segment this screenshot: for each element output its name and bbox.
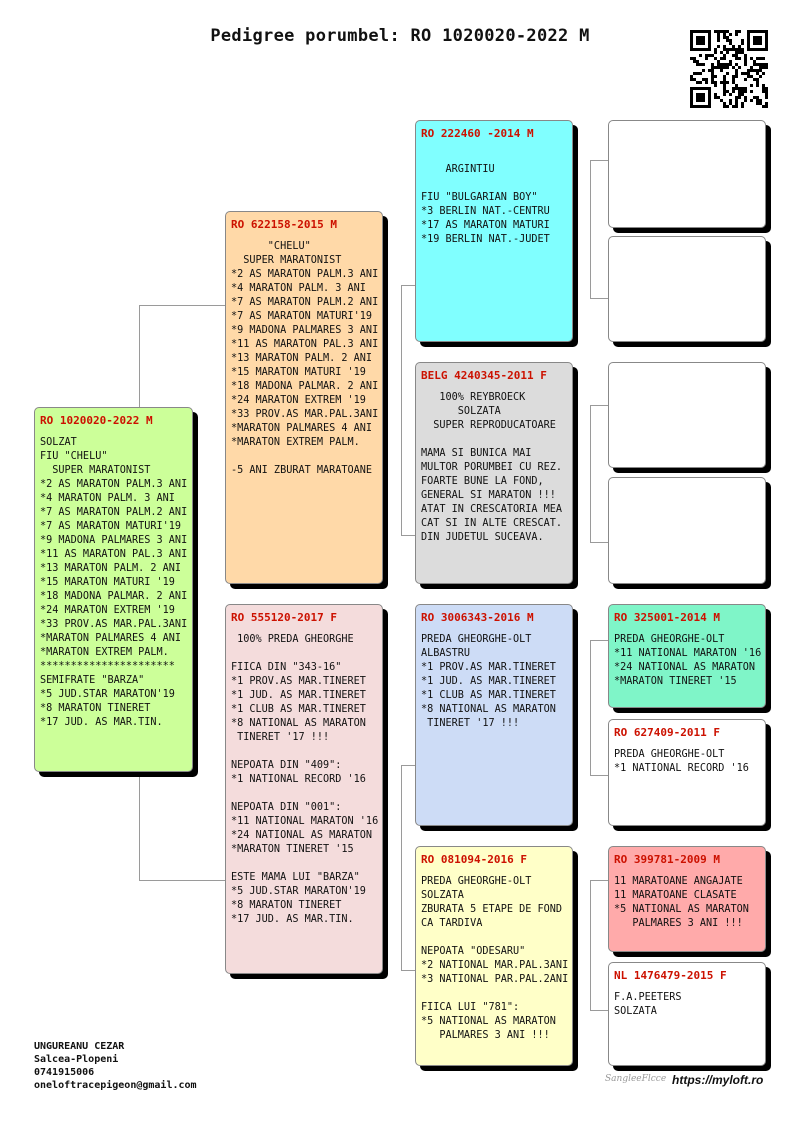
connector <box>139 880 225 881</box>
connector <box>401 285 402 535</box>
website-link[interactable]: https://myloft.ro <box>672 1073 764 1087</box>
ring-number: RO 627409-2011 F <box>614 726 720 739</box>
owner-email[interactable]: oneloftracepigeon@gmail.com <box>34 1080 197 1091</box>
card-notes: PREDA GHEORGHE-OLT SOLZATA ZBURATA 5 ETA… <box>421 876 569 1041</box>
card-notes: 100% PREDA GHEORGHE FIICA DIN "343-16" *… <box>231 634 379 925</box>
sire-sire-card: RO 222460 -2014 M ARGINTIU FIU "BULGARIA… <box>415 120 573 342</box>
owner-name: UNGUREANU CEZAR <box>34 1041 125 1052</box>
connector <box>590 298 608 299</box>
sire-card: RO 622158-2015 M "CHELU" SUPER MARATONIS… <box>225 211 383 584</box>
ring-number: RO 3006343-2016 M <box>421 611 534 624</box>
dam-card: RO 555120-2017 F 100% PREDA GHEORGHE FII… <box>225 604 383 974</box>
connector <box>590 405 608 406</box>
connector <box>401 535 415 536</box>
ring-number: RO 555120-2017 F <box>231 611 337 624</box>
signature: SangleeFlcce <box>605 1074 667 1084</box>
connector <box>590 405 591 542</box>
connector <box>590 1010 608 1011</box>
card-notes: 100% REYBROECK SOLZATA SUPER REPRODUCATO… <box>421 392 563 543</box>
ring-number: RO 622158-2015 M <box>231 218 337 231</box>
card-notes: PREDA GHEORGHE-OLT *1 NATIONAL RECORD '1… <box>614 749 749 774</box>
dam-sire-card: RO 3006343-2016 M PREDA GHEORGHE-OLT ALB… <box>415 604 573 826</box>
connector <box>590 880 608 881</box>
ring-number: RO 325001-2014 M <box>614 611 720 624</box>
dam-dam-sire-card: RO 399781-2009 M 11 MARATOANE ANGAJATE 1… <box>608 846 766 952</box>
connector <box>590 640 608 641</box>
subject-card: RO 1020020-2022 M SOLZAT FIU "CHELU" SUP… <box>34 407 193 772</box>
empty-card <box>608 236 766 342</box>
connector <box>139 305 225 306</box>
owner-place: Salcea-Plopeni <box>34 1054 119 1065</box>
card-notes: ARGINTIU FIU "BULGARIAN BOY" *3 BERLIN N… <box>421 164 550 245</box>
dam-dam-dam-card: NL 1476479-2015 F F.A.PEETERS SOLZATA <box>608 962 766 1066</box>
owner-info: UNGUREANU CEZAR Salcea-Plopeni 074191500… <box>34 1040 197 1092</box>
card-notes: 11 MARATOANE ANGAJATE 11 MARATOANE CLASA… <box>614 876 749 929</box>
empty-card <box>608 362 766 468</box>
dam-dam-card: RO 081094-2016 F PREDA GHEORGHE-OLT SOLZ… <box>415 846 573 1066</box>
empty-card <box>608 477 766 584</box>
empty-card <box>608 120 766 228</box>
connector <box>590 640 591 775</box>
ring-number: BELG 4240345-2011 F <box>421 369 547 382</box>
connector <box>590 160 591 298</box>
card-notes: PREDA GHEORGHE-OLT ALBASTRU *1 PROV.AS M… <box>421 634 556 729</box>
card-notes: PREDA GHEORGHE-OLT *11 NATIONAL MARATON … <box>614 634 762 687</box>
connector <box>590 542 608 543</box>
page-title: Pedigree porumbel: RO 1020020-2022 M <box>210 26 590 46</box>
card-notes: F.A.PEETERS SOLZATA <box>614 992 682 1017</box>
owner-phone: 0741915006 <box>34 1067 95 1078</box>
connector <box>590 775 608 776</box>
card-notes: SOLZAT FIU "CHELU" SUPER MARATONIST *2 A… <box>40 437 188 728</box>
connector <box>590 160 608 161</box>
ring-number: RO 222460 -2014 M <box>421 127 534 140</box>
dam-sire-dam-card: RO 627409-2011 F PREDA GHEORGHE-OLT *1 N… <box>608 719 766 826</box>
ring-number: RO 399781-2009 M <box>614 853 720 866</box>
ring-number: NL 1476479-2015 F <box>614 969 727 982</box>
sire-dam-card: BELG 4240345-2011 F 100% REYBROECK SOLZA… <box>415 362 573 584</box>
connector <box>401 285 415 286</box>
ring-number: RO 1020020-2022 M <box>40 414 153 427</box>
connector <box>401 970 415 971</box>
card-notes: "CHELU" SUPER MARATONIST *2 AS MARATON P… <box>231 241 379 476</box>
connector <box>590 880 591 1010</box>
connector <box>401 765 402 970</box>
connector <box>401 765 415 766</box>
ring-number: RO 081094-2016 F <box>421 853 527 866</box>
dam-sire-sire-card: RO 325001-2014 M PREDA GHEORGHE-OLT *11 … <box>608 604 766 708</box>
qr-code-icon <box>690 30 768 108</box>
